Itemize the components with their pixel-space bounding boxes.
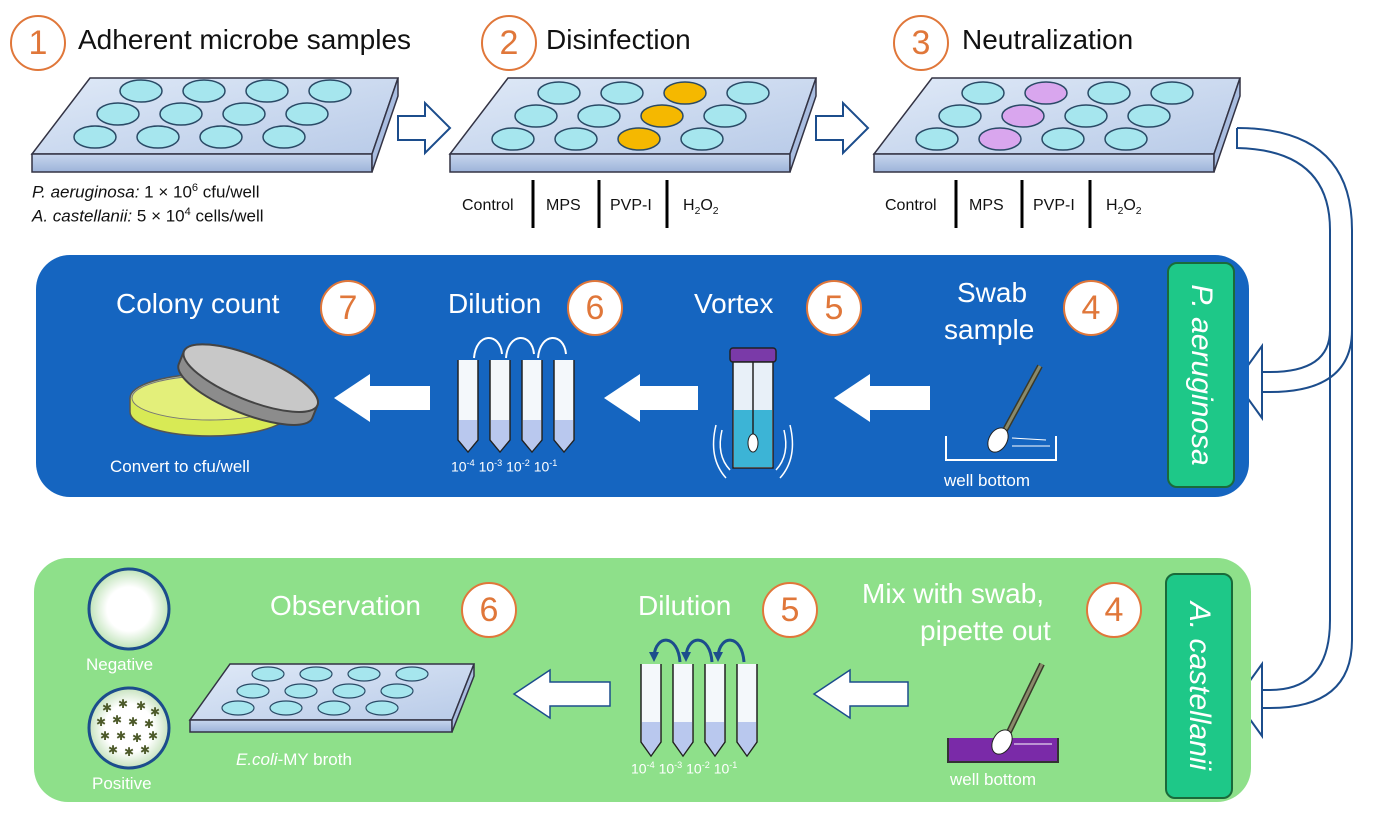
ac-step6-number: 6: [461, 582, 517, 638]
pa-step7-number: 7: [320, 280, 376, 336]
ac-unit: cells/well: [190, 206, 264, 226]
sample-info-line2: A. castellanii: 5 × 104 cells/well: [32, 206, 264, 227]
swab-icon: [945, 364, 1057, 461]
pa-organism-label: P. aeruginosa: [1167, 262, 1235, 488]
ac-step6-title: Observation: [270, 590, 421, 621]
broth-italic: E.coli: [236, 750, 278, 769]
svg-text:✱: ✱: [112, 713, 122, 727]
ac-dilution-tubes-icon: [640, 638, 758, 758]
treatment-h2o2-2: H2O2: [1106, 197, 1142, 218]
sample-info-line1: P. aeruginosa: 1 × 106 cfu/well: [32, 182, 260, 203]
pa-step5-number: 5: [806, 280, 862, 336]
pa-dilution-tubes-icon: [457, 337, 575, 454]
pa-step6-title: Dilution: [448, 288, 542, 319]
ac-step4-title-line1: Mix with swab,: [862, 578, 1045, 609]
svg-text:✱: ✱: [128, 715, 138, 729]
ac-step5-title: Dilution: [638, 590, 732, 621]
ac-dilution-labels: 10-4 10-3 10-2 10-1: [631, 760, 738, 777]
step-number-2: 2: [481, 15, 537, 71]
ac-swab-icon: [947, 662, 1059, 763]
step-title-neutralization: Neutralization: [962, 24, 1134, 55]
convert-label: Convert to cfu/well: [110, 457, 250, 476]
svg-text:✱: ✱: [116, 729, 126, 743]
treatment-control-1: Control: [462, 197, 514, 214]
ac-value: 5 × 10: [132, 206, 185, 226]
pa-arrow-to-dilution: [604, 374, 698, 422]
svg-text:✱: ✱: [144, 717, 154, 731]
ac-exp: 4: [184, 206, 191, 218]
svg-text:✱: ✱: [136, 699, 146, 713]
pa-dilution-labels: 10-4 10-3 10-2 10-1: [451, 458, 558, 475]
pa-step4-number: 4: [1063, 280, 1119, 336]
svg-text:✱: ✱: [140, 743, 150, 757]
pa-step5-title: Vortex: [694, 288, 774, 319]
ac-organism-label: A. castellanii: [1165, 573, 1233, 799]
svg-text:✱: ✱: [132, 731, 142, 745]
positive-well-icon: ✱✱✱✱ ✱✱✱✱ ✱✱✱✱ ✱✱✱: [87, 686, 171, 770]
svg-text:✱: ✱: [148, 729, 158, 743]
treatment-mps-2: MPS: [969, 197, 1004, 214]
pa-well-bottom-label: well bottom: [944, 471, 1030, 490]
petri-dish-icon: [129, 343, 320, 437]
plate-neutralization: [872, 77, 1242, 228]
species-ac-label: A. castellanii:: [32, 206, 133, 226]
pa-step4-title-line1: Swab: [957, 277, 1028, 308]
plate-adherent: [30, 77, 400, 173]
step-number-1: 1: [10, 15, 66, 71]
plate-disinfection: [448, 77, 818, 228]
treatment-pvpi-2: PVP-I: [1033, 197, 1075, 214]
pa-arrow-to-vortex: [834, 374, 930, 422]
ac-step4-number: 4: [1086, 582, 1142, 638]
svg-text:✱: ✱: [150, 705, 160, 719]
flow-arrow-2: [815, 100, 870, 156]
svg-text:✱: ✱: [100, 729, 110, 743]
svg-text:✱: ✱: [108, 743, 118, 757]
treatment-h2o2-1: H2O2: [683, 197, 719, 218]
ac-arrow-to-dilution: [812, 668, 909, 720]
negative-well-icon: [87, 567, 171, 651]
observation-plate-icon: [188, 663, 476, 733]
svg-text:✱: ✱: [96, 715, 106, 729]
treatment-control-2: Control: [885, 197, 937, 214]
flow-arrow-1: [397, 100, 452, 156]
treatment-pvpi-1: PVP-I: [610, 197, 652, 214]
pa-value: 1 × 10: [144, 182, 192, 202]
pa-step6-number: 6: [567, 280, 623, 336]
broth-rest: -MY broth: [277, 750, 352, 769]
pa-unit: cfu/well: [198, 182, 260, 202]
broth-label: E.coli-MY broth: [236, 750, 352, 770]
species-pa-label: P. aeruginosa:: [32, 182, 140, 202]
step-title-adherent: Adherent microbe samples: [78, 24, 412, 55]
pa-arrow-to-count: [334, 374, 430, 422]
pa-exp: 6: [191, 182, 199, 194]
positive-label: Positive: [92, 774, 152, 793]
step-number-3: 3: [893, 15, 949, 71]
vortex-tube-icon: [712, 347, 794, 479]
svg-text:✱: ✱: [124, 745, 134, 759]
pa-step4-title-line2: sample: [944, 314, 1035, 345]
ac-well-bottom-label: well bottom: [950, 770, 1036, 789]
ac-step5-number: 5: [762, 582, 818, 638]
svg-text:✱: ✱: [102, 701, 112, 715]
pa-step7-title: Colony count: [116, 288, 280, 319]
svg-text:✱: ✱: [118, 697, 128, 711]
ac-arrow-to-observation: [512, 668, 611, 720]
ac-step4-title-line2: pipette out: [920, 615, 1051, 646]
negative-label: Negative: [86, 655, 154, 674]
treatment-mps-1: MPS: [546, 197, 581, 214]
step-title-disinfection: Disinfection: [546, 24, 691, 55]
